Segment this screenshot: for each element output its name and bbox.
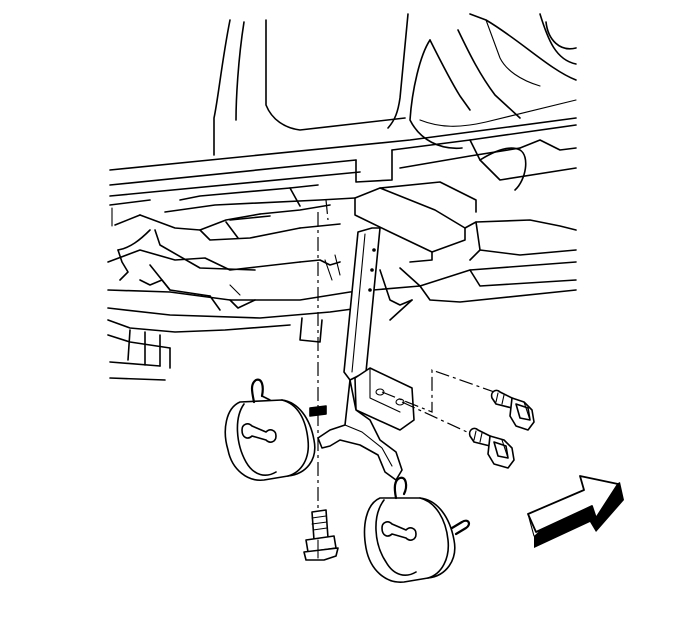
bracket-bolt-upper bbox=[490, 389, 535, 431]
bracket-bolt-centerlines bbox=[381, 369, 501, 439]
exhaust-hanger-bracket bbox=[317, 227, 415, 481]
direction-arrow bbox=[527, 475, 624, 548]
vertical-bolt bbox=[303, 509, 339, 561]
vehicle-frame-underbody bbox=[107, 13, 577, 381]
bracket-bolt-lower bbox=[468, 427, 515, 469]
vertical-bolt-assembly bbox=[303, 199, 339, 561]
rubber-insulator-right bbox=[363, 476, 471, 583]
rubber-insulator-left bbox=[224, 378, 316, 481]
